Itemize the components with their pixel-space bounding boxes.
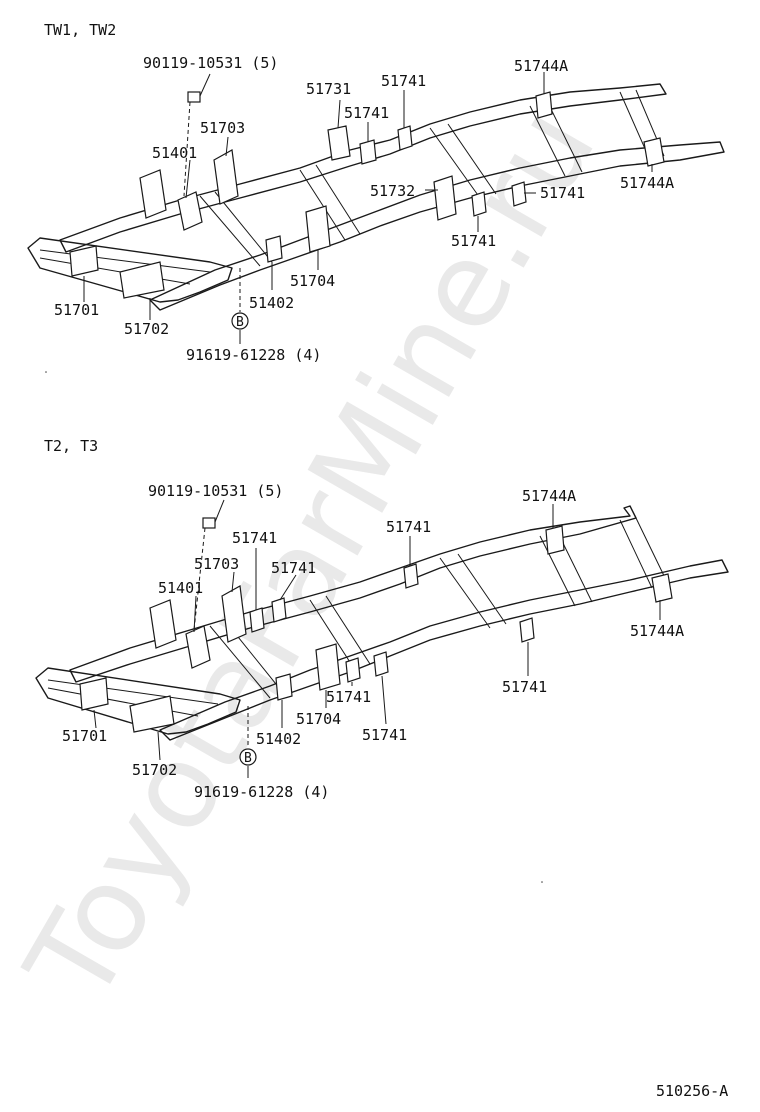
bracket-51704 [305, 205, 331, 253]
crossmember [199, 191, 273, 267]
section-title: T2, T3 [44, 437, 98, 455]
marker-b-circle [231, 312, 249, 330]
label-51744a: 51744A [522, 487, 576, 505]
bracket-51741 [471, 191, 487, 217]
bracket-51701 [69, 245, 99, 277]
label-51741: 51741 [326, 688, 371, 706]
leaders-1 [83, 72, 653, 344]
label-51732: 51732 [370, 182, 415, 200]
label-51702: 51702 [124, 320, 169, 338]
right-rail [69, 505, 637, 683]
bracket-51704 [315, 643, 341, 691]
section-title: TW1, TW2 [44, 21, 116, 39]
bracket-51401 [185, 625, 211, 669]
bracket-51741 [359, 139, 377, 165]
label-51741: 51741 [232, 529, 277, 547]
bracket-51741 [511, 181, 527, 207]
right-rail [59, 83, 667, 253]
labels-1: 90119-10531 (5) 51731 51741 51741 51744A… [54, 54, 674, 364]
label-51701: 51701 [62, 727, 107, 745]
labels-2: 90119-10531 (5) 51744A 51741 51741 51703… [62, 482, 684, 801]
label-51401: 51401 [152, 144, 197, 162]
marker-b-circle [239, 748, 257, 766]
label-51703: 51703 [194, 555, 239, 573]
label-51741: 51741 [344, 104, 389, 122]
bolt-part [187, 91, 201, 103]
bracket-51744a [651, 573, 673, 603]
label-51731: 51731 [306, 80, 351, 98]
bracket-51741 [373, 651, 389, 677]
bracket-51744a [643, 137, 665, 167]
bracket-51402 [265, 235, 283, 263]
bracket-51703 [221, 585, 247, 643]
front-crossmember [35, 667, 241, 735]
label-51704: 51704 [290, 272, 335, 290]
label-51701: 51701 [54, 301, 99, 319]
bracket-51741 [271, 597, 287, 623]
leaders-2 [93, 499, 661, 778]
label-nut: 91619-61228 (4) [186, 346, 321, 364]
label-51741: 51741 [540, 184, 585, 202]
bracket-51701 [79, 677, 109, 711]
label-51702: 51702 [132, 761, 177, 779]
label-51402: 51402 [256, 730, 301, 748]
label-51744a: 51744A [620, 174, 674, 192]
parts-2 [79, 517, 673, 733]
bolt-part [202, 517, 216, 529]
bracket-51744a [545, 525, 565, 555]
label-51703: 51703 [200, 119, 245, 137]
bracket-51402 [275, 673, 293, 701]
bracket-51744a [535, 91, 553, 119]
label-51741: 51741 [362, 726, 407, 744]
bracket-51741 [249, 607, 265, 633]
label-51741: 51741 [271, 559, 316, 577]
bracket-51702 [129, 695, 175, 733]
label-bolt: 90119-10531 (5) [148, 482, 283, 500]
reference-code: 510256-A [656, 1082, 728, 1100]
bracket-51732 [433, 175, 457, 221]
parts-1 [69, 91, 665, 299]
label-51402: 51402 [249, 294, 294, 312]
bracket-51401 [177, 191, 203, 231]
label-51744a: 51744A [514, 57, 568, 75]
bracket-51731 [327, 125, 351, 161]
bracket-51741 [397, 125, 413, 151]
front-crossmember [27, 237, 233, 303]
bracket-51741 [403, 563, 419, 589]
bracket-51702 [119, 261, 165, 299]
bracket-51741 [519, 617, 535, 643]
label-51741: 51741 [451, 232, 496, 250]
label-marker-b: B [244, 751, 252, 766]
label-marker-b: B [236, 315, 244, 330]
label-bolt: 90119-10531 (5) [143, 54, 278, 72]
label-51741: 51741 [386, 518, 431, 536]
label-51744a: 51744A [630, 622, 684, 640]
label-51741: 51741 [502, 678, 547, 696]
label-51741: 51741 [381, 72, 426, 90]
section-t2-t3: T2, T3 [35, 437, 729, 801]
label-nut: 91619-61228 (4) [194, 783, 329, 801]
label-51401: 51401 [158, 579, 203, 597]
bracket-51741 [345, 657, 361, 683]
label-51704: 51704 [296, 710, 341, 728]
section-tw1-tw2: TW1, TW2 [27, 21, 725, 364]
